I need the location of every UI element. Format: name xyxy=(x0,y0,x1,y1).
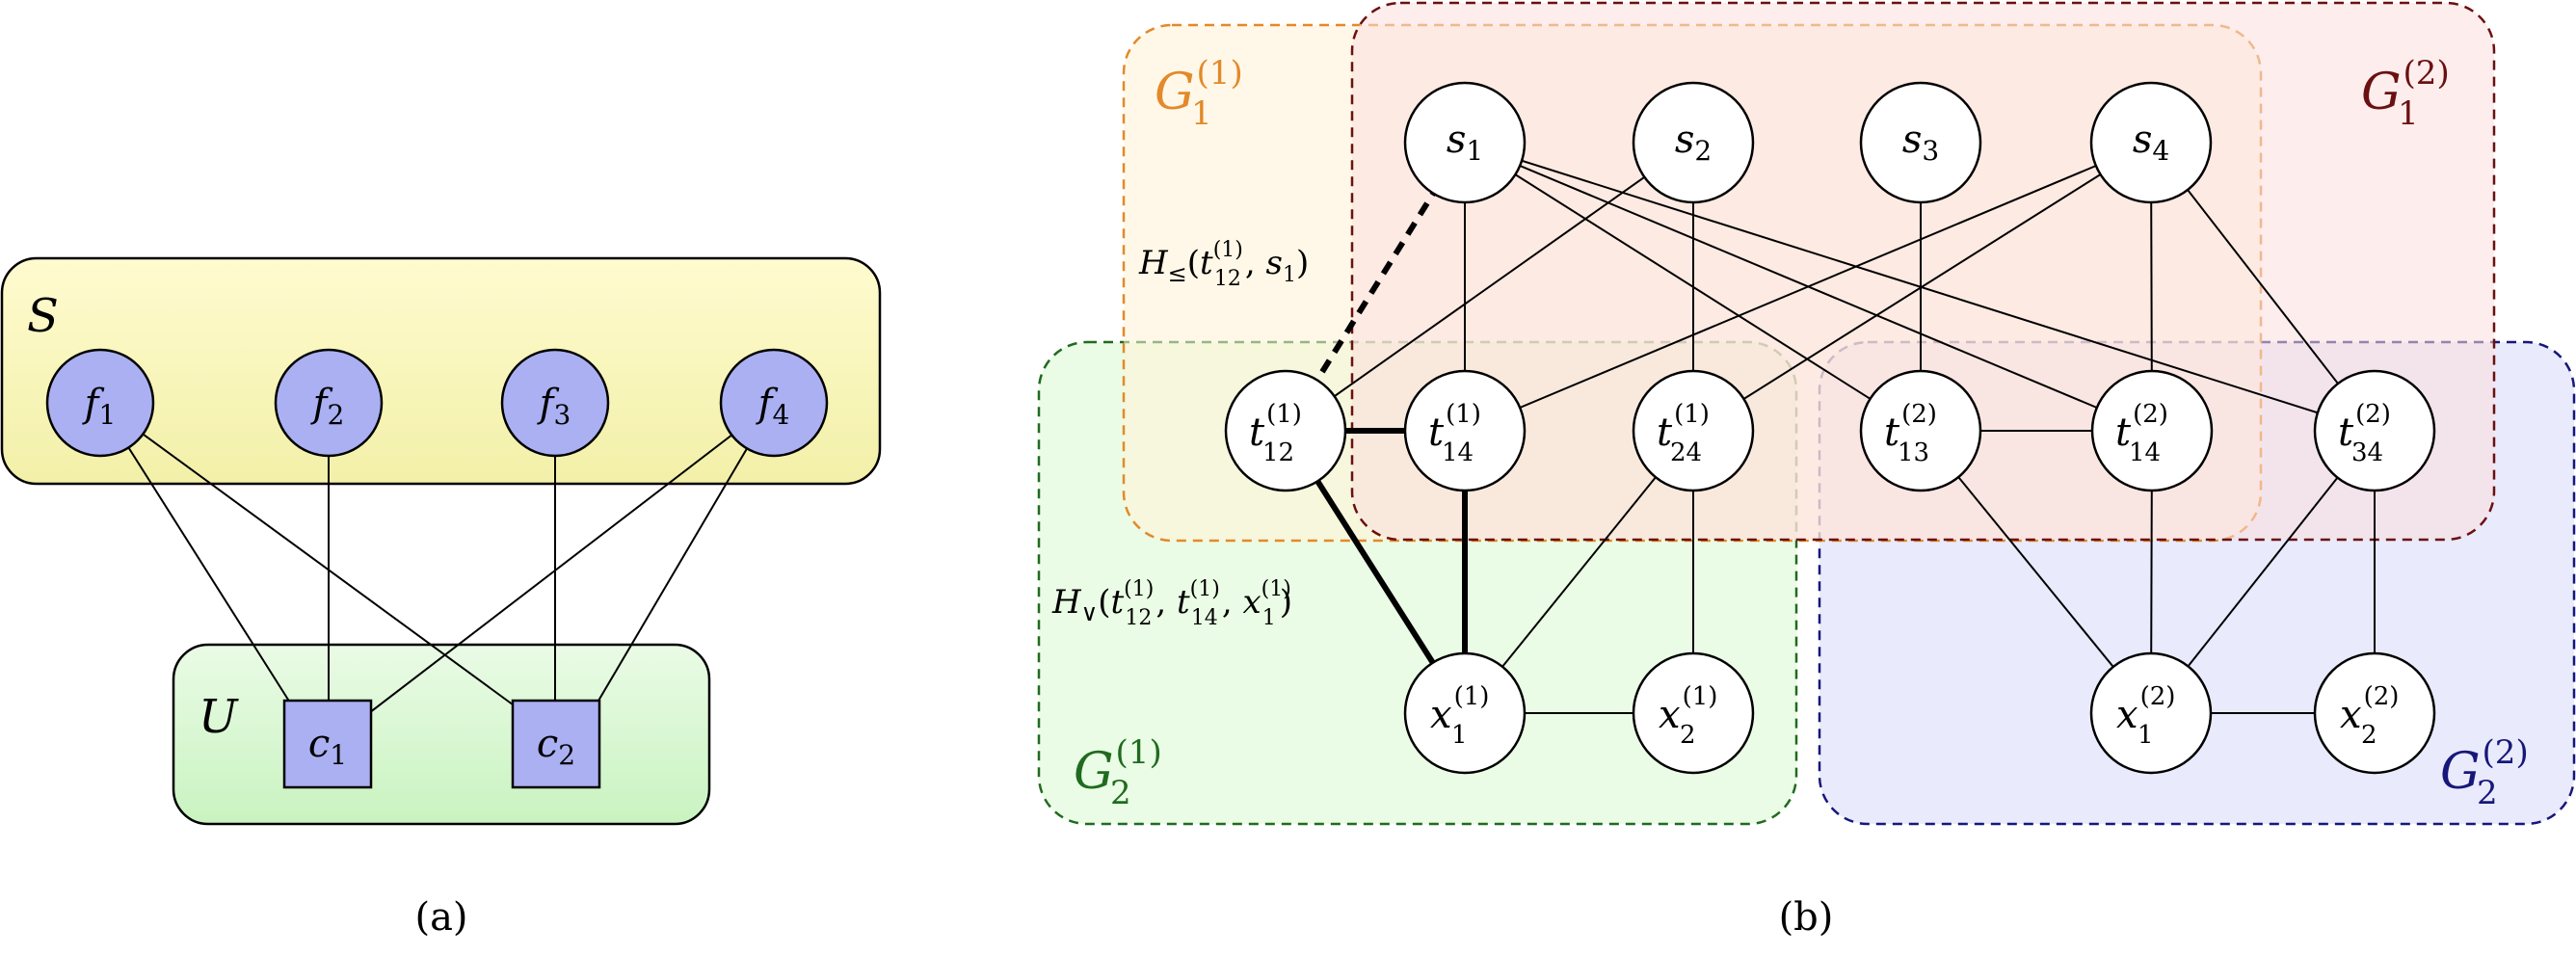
x-node-1-2: x(2)1 xyxy=(2089,651,2213,775)
s-node-circle xyxy=(1859,81,1982,204)
panel-a: S U f1 f2 f3 f4 c1 xyxy=(0,256,882,940)
t-node-circle xyxy=(2313,369,2436,492)
x-node-circle xyxy=(2089,651,2213,775)
t-node-label: t(2)13 xyxy=(1884,400,1937,467)
c-node-2: c2 xyxy=(511,699,601,789)
f-node-circle xyxy=(274,348,384,458)
set-S-box xyxy=(0,256,882,486)
c-node-box xyxy=(282,699,373,789)
t-node-14-1: t(1)14 xyxy=(1403,369,1527,492)
edge-s1-t34-2 xyxy=(1464,142,2376,432)
caption-b: (b) xyxy=(1779,895,1834,940)
t-node-label: t(1)14 xyxy=(1428,400,1481,467)
edge-s2-t12-1 xyxy=(1285,142,1694,432)
t-node-34-2: t(2)34 xyxy=(2313,369,2436,492)
s-node-3: s3 xyxy=(1859,81,1982,204)
t-node-13-2: t(2)13 xyxy=(1859,369,1982,492)
f-node-4: f4 xyxy=(719,348,829,458)
x-node-2-1: x(1)2 xyxy=(1632,651,1755,775)
t-node-label: t(2)34 xyxy=(2338,400,2391,467)
x-node-label: x(1)1 xyxy=(1430,682,1489,750)
group-G2-2-label: G(2)2 xyxy=(2440,733,2529,812)
s-node-4: s4 xyxy=(2089,81,2213,204)
t-node-circle xyxy=(2090,369,2214,492)
t-node-12-1: t(1)12 xyxy=(1224,369,1347,492)
x-node-2-2: x(2)2 xyxy=(2313,651,2436,775)
group-G1-2-label: G(2)1 xyxy=(2361,54,2450,133)
s-node-label: s2 xyxy=(1675,118,1712,167)
t-node-circle xyxy=(1403,369,1527,492)
c-node-1: c1 xyxy=(282,699,373,789)
x-node-circle xyxy=(1632,651,1755,775)
t-node-24-1: t(1)24 xyxy=(1632,369,1755,492)
panel-b: s1 s2 s3 s4 t(1)12 t(1)14 t(1)24 xyxy=(1037,1,2576,940)
edge-s4-t14-1 xyxy=(1464,142,2152,432)
s-node-circle xyxy=(1632,81,1755,204)
t-node-circle xyxy=(1859,369,1982,492)
t-node-14-2: t(2)14 xyxy=(2090,369,2214,492)
x-node-label: x(1)2 xyxy=(1659,682,1717,750)
group-G1-1-label: G(1)1 xyxy=(1155,54,1243,133)
set-U-label: U xyxy=(199,690,239,744)
f-node-circle xyxy=(500,348,610,458)
t-node-label: t(1)24 xyxy=(1657,400,1710,467)
f-node-1: f1 xyxy=(45,348,155,458)
s-node-2: s2 xyxy=(1632,81,1755,204)
annotation-H-leq: H≤(t(1)12, s1) xyxy=(1138,238,1309,291)
t-node-label: t(1)12 xyxy=(1249,400,1302,467)
s-node-label: s3 xyxy=(1902,118,1939,167)
f-node-circle xyxy=(45,348,155,458)
x-node-circle xyxy=(2313,651,2436,775)
c-node-label: c2 xyxy=(537,722,575,771)
t-node-circle xyxy=(1632,369,1755,492)
t-node-circle xyxy=(1224,369,1347,492)
annotation-H-or: H∨(t(1)12, t(1)14, x(1)1) xyxy=(1051,577,1292,630)
edge-f4-c1 xyxy=(348,402,775,730)
c-node-box xyxy=(511,699,601,789)
s-node-label: s4 xyxy=(2133,118,2169,167)
s-node-circle xyxy=(2089,81,2213,204)
s-node-circle xyxy=(1403,81,1527,204)
f-node-label: f1 xyxy=(82,382,117,431)
caption-a: (a) xyxy=(414,895,467,940)
f-node-2: f2 xyxy=(274,348,384,458)
edge-f1-c1 xyxy=(99,402,307,730)
s-node-label: s1 xyxy=(1447,118,1483,167)
edge-f1-c2 xyxy=(99,402,546,730)
set-S-label: S xyxy=(27,289,59,343)
x-node-circle xyxy=(1403,651,1527,775)
x-node-label: x(2)2 xyxy=(2340,682,2399,750)
edge-f4-c2 xyxy=(581,402,775,730)
t-node-label: t(2)14 xyxy=(2115,400,2168,467)
set-U-box xyxy=(172,643,711,826)
x-node-1-1: x(1)1 xyxy=(1403,651,1527,775)
x-node-label: x(2)1 xyxy=(2116,682,2175,750)
c-node-label: c1 xyxy=(308,722,347,771)
s-node-1: s1 xyxy=(1403,81,1527,204)
f-node-3: f3 xyxy=(500,348,610,458)
group-G2-1-label: G(1)2 xyxy=(1074,733,1162,812)
f-node-circle xyxy=(719,348,829,458)
